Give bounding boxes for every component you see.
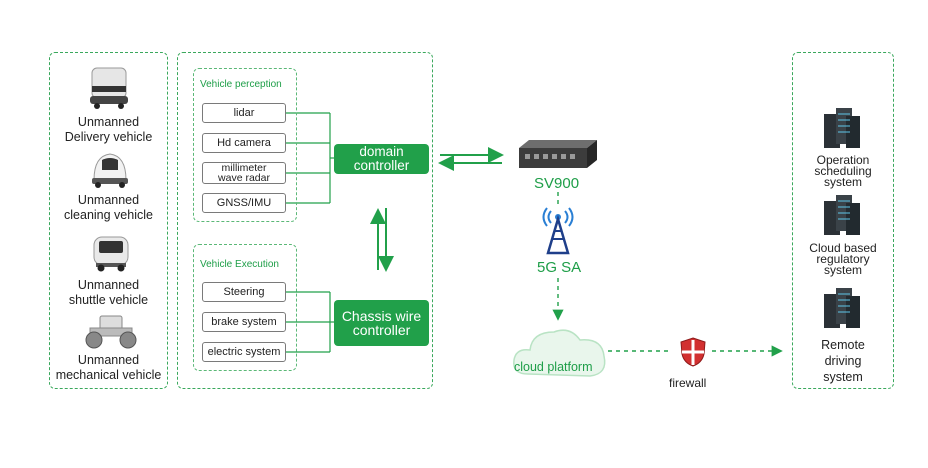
servers-panel bbox=[792, 52, 894, 389]
cell-tower-icon bbox=[540, 205, 576, 255]
delivery-robot-icon bbox=[86, 66, 132, 110]
perception-group-title: Vehicle perception bbox=[200, 79, 282, 90]
actuator-brake-system: brake system bbox=[202, 312, 286, 332]
perception-connectors bbox=[286, 112, 334, 204]
vehicle-system-panel bbox=[177, 52, 433, 389]
server-rack-icon bbox=[822, 286, 862, 330]
sensor-hd-camera: Hd camera bbox=[202, 133, 286, 153]
road-roller-icon bbox=[80, 312, 142, 350]
shield-icon bbox=[678, 336, 708, 368]
network-label: 5G SA bbox=[537, 259, 582, 276]
gateway-link-arrows bbox=[438, 147, 504, 171]
shuttle-vehicle-icon bbox=[90, 233, 132, 273]
actuator-electric-system: electric system bbox=[202, 342, 286, 362]
router-icon bbox=[515, 138, 601, 174]
server-rack-icon bbox=[822, 193, 862, 237]
execution-connectors bbox=[286, 291, 334, 353]
sensor-gnss-imu: GNSS/IMU bbox=[202, 193, 286, 213]
actuator-steering: Steering bbox=[202, 282, 286, 302]
cleaning-vehicle-icon bbox=[88, 150, 132, 190]
server-rack-icon bbox=[822, 106, 862, 150]
firewall-label: firewall bbox=[669, 376, 707, 390]
controller-link-arrows bbox=[370, 208, 394, 272]
execution-group bbox=[193, 244, 297, 371]
gateway-label: SV900 bbox=[534, 175, 580, 192]
execution-group-title: Vehicle Execution bbox=[200, 259, 279, 270]
vehicles-panel bbox=[49, 52, 168, 389]
cloud-label: cloud platform bbox=[514, 360, 593, 374]
perception-group bbox=[193, 68, 297, 222]
cloud-icon bbox=[510, 318, 610, 384]
sensor-lidar: lidar bbox=[202, 103, 286, 123]
network-dashed-links bbox=[552, 192, 783, 357]
